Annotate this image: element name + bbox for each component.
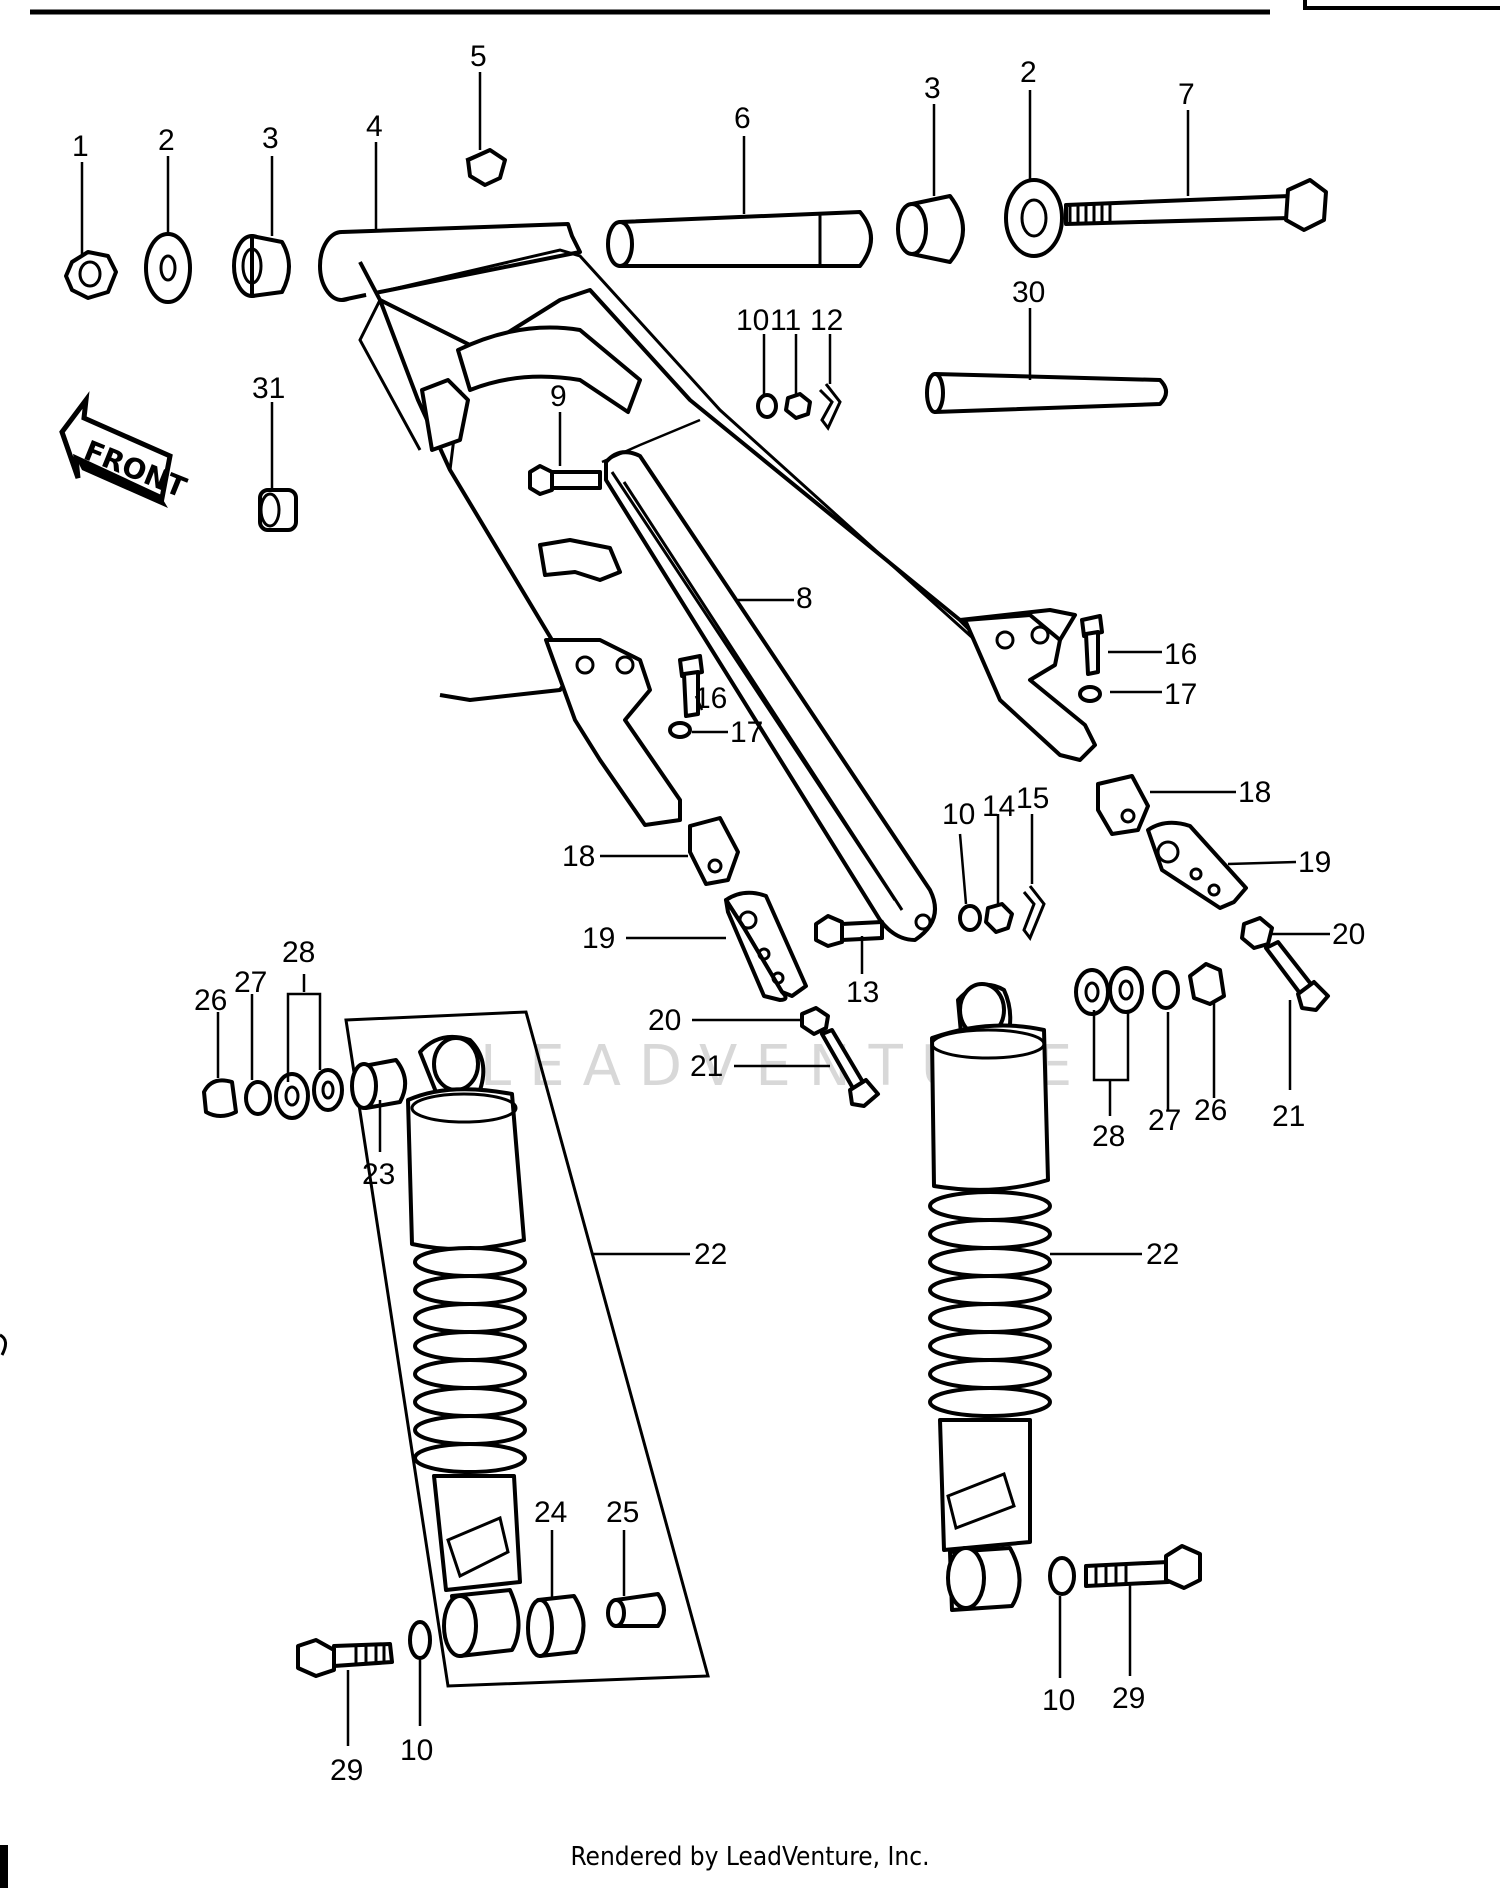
- part-31-needle-bearing: [258, 488, 298, 532]
- part-4-swingarm: [318, 222, 1097, 827]
- part-1-nut: [64, 250, 118, 300]
- part-10-washer-middle: [958, 904, 982, 932]
- part-29-bolt-left: [296, 1638, 394, 1678]
- callout-10-lower-left: 10: [400, 1734, 433, 1767]
- callout-10-lower-right: 10: [1042, 1684, 1075, 1717]
- part-5-grease-nipple: [465, 148, 507, 187]
- callout-labels: 1 2 3 4 5 6 3 2 7 30 31 10 11 12 9 8 16 …: [72, 40, 1365, 1787]
- part-10-washer-lower-right: [1048, 1556, 1076, 1596]
- part-16-bolt-left: [678, 654, 704, 718]
- callout-5: 5: [470, 40, 487, 73]
- callout-10-middle: 10: [942, 798, 975, 831]
- callout-27-left: 27: [234, 966, 267, 999]
- part-18-block-right: [1096, 774, 1150, 836]
- part-24-bushing: [526, 1594, 586, 1658]
- callout-22-left: 22: [694, 1238, 727, 1271]
- part-2-washer-right: [1004, 178, 1064, 258]
- part-22-shock-right: [928, 982, 1052, 1612]
- callout-16-left: 16: [694, 682, 727, 715]
- front-arrow-icon: FRONT: [59, 391, 191, 508]
- callout-28-left: 28: [282, 936, 315, 969]
- callout-19-right: 19: [1298, 846, 1331, 879]
- callout-24: 24: [534, 1496, 567, 1529]
- part-19-adjuster-left: [724, 890, 808, 1002]
- part-17-washer-left: [668, 721, 692, 739]
- callout-26-right: 26: [1194, 1094, 1227, 1127]
- callout-18-right: 18: [1238, 776, 1271, 809]
- part-23-bushing: [350, 1058, 408, 1110]
- callout-8: 8: [796, 582, 813, 615]
- callout-12: 12: [810, 304, 843, 337]
- part-28-washers-right: [1074, 966, 1144, 1016]
- part-29-bolt-right: [1084, 1544, 1202, 1590]
- part-10-washer-top: [756, 393, 778, 419]
- part-21-bolt-right: [1264, 940, 1330, 1012]
- part-6-pivot-sleeve: [606, 210, 873, 268]
- callout-26-left: 26: [194, 984, 227, 1017]
- callout-7: 7: [1178, 78, 1195, 111]
- callout-25: 25: [606, 1496, 639, 1529]
- callout-29-right: 29: [1112, 1682, 1145, 1715]
- part-3-bushing: [232, 234, 291, 298]
- part-21-bolt-left: [820, 1028, 880, 1108]
- callout-17-left: 17: [730, 716, 763, 749]
- callout-21-right: 21: [1272, 1100, 1305, 1133]
- part-26-cap-nut-left: [202, 1078, 238, 1118]
- part-20-nut-right: [1240, 916, 1274, 950]
- part-15-cotter-pin: [1022, 885, 1046, 942]
- leader-lines: [80, 72, 1330, 1746]
- callout-13: 13: [846, 976, 879, 1009]
- callout-2: 2: [158, 124, 175, 157]
- callout-20-right: 20: [1332, 918, 1365, 951]
- part-8-torque-link: [604, 450, 937, 942]
- callout-18-left: 18: [562, 840, 595, 873]
- part-18-block-left: [688, 816, 740, 886]
- callout-20-left: 20: [648, 1004, 681, 1037]
- callout-14: 14: [982, 790, 1015, 823]
- part-17-washer-right: [1078, 685, 1102, 703]
- part-27-washer-left: [244, 1080, 272, 1116]
- callout-10-top: 10: [736, 304, 769, 337]
- callout-9: 9: [550, 380, 567, 413]
- part-26-cap-nut-right: [1188, 962, 1226, 1006]
- part-13-bolt: [814, 914, 884, 948]
- callout-2-right: 2: [1020, 56, 1037, 89]
- part-27-washer-right: [1152, 970, 1180, 1010]
- part-9-bolt: [528, 464, 602, 496]
- part-3-bushing-right: [896, 194, 965, 264]
- part-28-washers-left: [274, 1068, 344, 1120]
- part-30-shaft: [925, 372, 1168, 414]
- part-14-nut: [984, 902, 1014, 934]
- part-25-collar: [606, 1592, 666, 1628]
- callout-28-right: 28: [1092, 1120, 1125, 1153]
- render-credit: Rendered by LeadVenture, Inc.: [570, 1842, 930, 1872]
- callout-27-right: 27: [1148, 1104, 1181, 1137]
- callout-16-right: 16: [1164, 638, 1197, 671]
- callout-22-right: 22: [1146, 1238, 1179, 1271]
- callout-31: 31: [252, 372, 285, 405]
- callout-3: 3: [262, 122, 279, 155]
- part-10-washer-lower-left: [408, 1620, 432, 1660]
- callout-6: 6: [734, 102, 751, 135]
- part-22-shock-left: [344, 1010, 710, 1688]
- part-11-nut-top: [784, 392, 812, 420]
- callout-19-left: 19: [582, 922, 615, 955]
- callout-29-left: 29: [330, 1754, 363, 1787]
- callout-15: 15: [1016, 782, 1049, 815]
- callout-23: 23: [362, 1158, 395, 1191]
- part-16-bolt-right: [1080, 614, 1104, 676]
- callout-4: 4: [366, 110, 383, 143]
- part-7-pivot-bolt: [1064, 178, 1328, 232]
- callout-21-left: 21: [690, 1050, 723, 1083]
- callout-1: 1: [72, 130, 89, 163]
- callout-17-right: 17: [1164, 678, 1197, 711]
- part-2-washer: [144, 232, 192, 304]
- callout-30: 30: [1012, 276, 1045, 309]
- callout-11: 11: [770, 304, 801, 337]
- callout-3-right: 3: [924, 72, 941, 105]
- part-12-cotter-pin-top: [818, 383, 842, 431]
- part-20-nut-left: [800, 1006, 830, 1036]
- part-19-adjuster-right: [1146, 820, 1248, 910]
